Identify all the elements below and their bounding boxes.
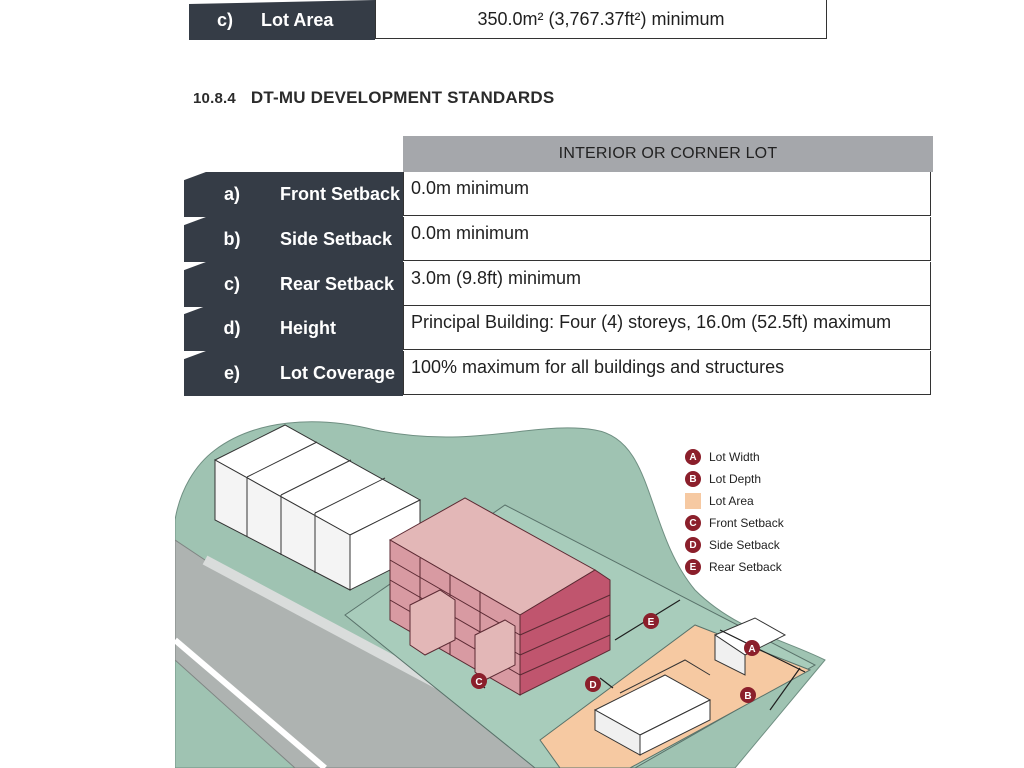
legend-marker: D [685, 537, 701, 553]
row-label-cell: d) Height [184, 306, 403, 351]
section-title: DT-MU DEVELOPMENT STANDARDS [250, 88, 555, 107]
row-value-cell: 0.0m minimum [403, 172, 931, 216]
diagram-legend: A Lot Width B Lot Depth Lot Area C Front… [685, 446, 835, 578]
table-row: a) Front Setback 0.0m minimum [184, 172, 933, 217]
legend-item: B Lot Depth [685, 468, 835, 490]
marker-e: E [643, 613, 659, 629]
row-letter: a) [223, 184, 240, 204]
row-label-text: Lot Area [261, 9, 334, 30]
legend-marker: A [685, 449, 701, 465]
svg-text:E: E [648, 617, 655, 628]
lot-area-label-cell: c) Lot Area [189, 0, 375, 40]
legend-label: Front Setback [709, 516, 784, 530]
legend-label: Lot Width [709, 450, 760, 464]
row-letter: c) [216, 9, 233, 30]
legend-marker: C [685, 515, 701, 531]
row-letter: b) [223, 229, 241, 249]
column-header: INTERIOR OR CORNER LOT [403, 136, 933, 172]
section-heading: 10.8.4 DT-MU DEVELOPMENT STANDARDS [193, 88, 554, 108]
legend-item: E Rear Setback [685, 556, 835, 578]
legend-label: Lot Area [709, 494, 754, 508]
development-standards-table: INTERIOR OR CORNER LOT a) Front Setback … [184, 136, 933, 396]
row-value-cell: 100% maximum for all buildings and struc… [403, 351, 931, 395]
row-label-text: Side Setback [280, 229, 393, 249]
legend-item: C Front Setback [685, 512, 835, 534]
table-row: b) Side Setback 0.0m minimum [184, 217, 933, 262]
table-row: d) Height Principal Building: Four (4) s… [184, 306, 933, 351]
row-label-text: Lot Coverage [280, 363, 396, 383]
lot-area-swatch [685, 493, 701, 509]
table-row: c) Rear Setback 3.0m (9.8ft) minimum [184, 262, 933, 307]
row-label-cell: c) Rear Setback [184, 262, 403, 307]
road [175, 539, 596, 768]
principal-building [388, 497, 611, 696]
svg-text:C: C [475, 677, 482, 688]
marker-c: C [471, 673, 487, 689]
table-row: e) Lot Coverage 100% maximum for all bui… [184, 351, 933, 396]
row-letter: c) [223, 274, 240, 294]
row-label-text: Height [280, 318, 336, 338]
row-houses [213, 424, 422, 591]
row-label-cell: e) Lot Coverage [184, 351, 403, 396]
legend-item: Lot Area [685, 490, 835, 512]
row-letter: e) [223, 363, 240, 383]
section-number: 10.8.4 [193, 90, 236, 107]
row-value-cell: Principal Building: Four (4) storeys, 16… [403, 306, 931, 350]
legend-label: Side Setback [709, 538, 780, 552]
site-diagram: A B C D E [175, 421, 826, 768]
row-label-text: Rear Setback [280, 274, 395, 294]
row-value-cell: 0.0m minimum [403, 217, 931, 261]
row-letter: d) [223, 318, 241, 338]
marker-d: D [585, 676, 601, 692]
row-value-cell: 3.0m (9.8ft) minimum [403, 262, 931, 306]
legend-label: Lot Depth [709, 472, 762, 486]
marker-b: B [740, 687, 756, 703]
row-label-cell: b) Side Setback [184, 217, 403, 262]
row-label-cell: a) Front Setback [184, 172, 403, 217]
road-edge [175, 637, 327, 768]
legend-item: A Lot Width [685, 446, 835, 468]
marker-a: A [744, 640, 760, 656]
accessory-building [593, 617, 787, 756]
svg-text:D: D [589, 680, 596, 691]
svg-text:B: B [744, 691, 751, 702]
legend-marker: B [685, 471, 701, 487]
legend-item: D Side Setback [685, 534, 835, 556]
legend-marker: E [685, 559, 701, 575]
svg-text:A: A [748, 644, 755, 655]
legend-label: Rear Setback [709, 560, 782, 574]
lot-area-value-cell: 350.0m² (3,767.37ft²) minimum [375, 0, 827, 39]
row-label-text: Front Setback [280, 184, 401, 204]
lot-area-row: c) Lot Area 350.0m² (3,767.37ft²) minimu… [189, 0, 827, 40]
